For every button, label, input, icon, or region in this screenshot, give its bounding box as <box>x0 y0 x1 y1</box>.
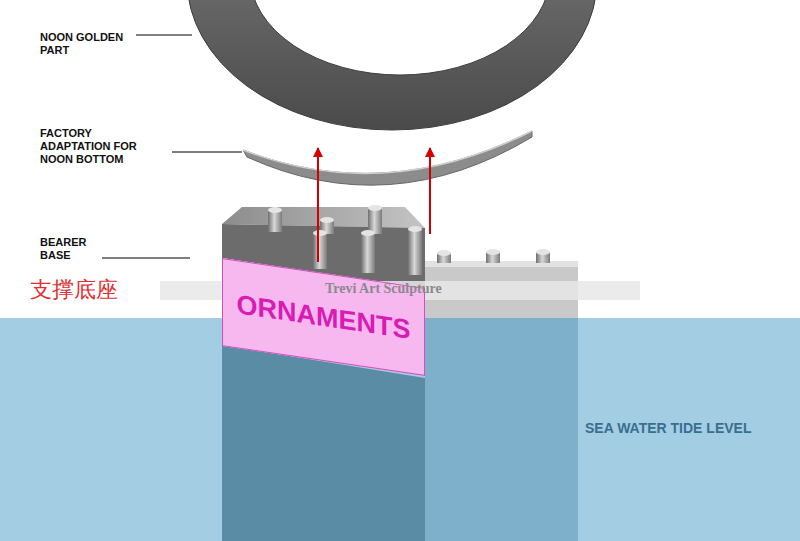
right-block-underwater <box>425 318 578 541</box>
water-level-label: SEA WATER TIDE LEVEL <box>585 420 795 437</box>
pins <box>268 205 550 275</box>
leader-line <box>102 258 190 259</box>
leader-line <box>136 35 192 36</box>
lift-arrow <box>317 148 319 262</box>
ornament-band: ORNAMENTS <box>222 258 425 376</box>
noon-ring <box>187 0 597 130</box>
lift-arrow <box>429 148 431 234</box>
watermark: Trevi Art Sculpture <box>325 281 525 298</box>
band-text: ORNAMENTS <box>237 289 411 346</box>
chinese-label: 支撑底座 <box>30 277 150 303</box>
part-label: FACTORY ADAPTATION FOR NOON BOTTOM <box>40 127 162 167</box>
left-block-underwater <box>222 345 425 541</box>
adaptation-piece <box>243 131 532 185</box>
adaptation-edge <box>243 131 532 173</box>
part-label: NOON GOLDEN PART <box>40 31 128 57</box>
leader-line <box>172 152 242 153</box>
part-label: BEARER BASE <box>40 236 98 262</box>
